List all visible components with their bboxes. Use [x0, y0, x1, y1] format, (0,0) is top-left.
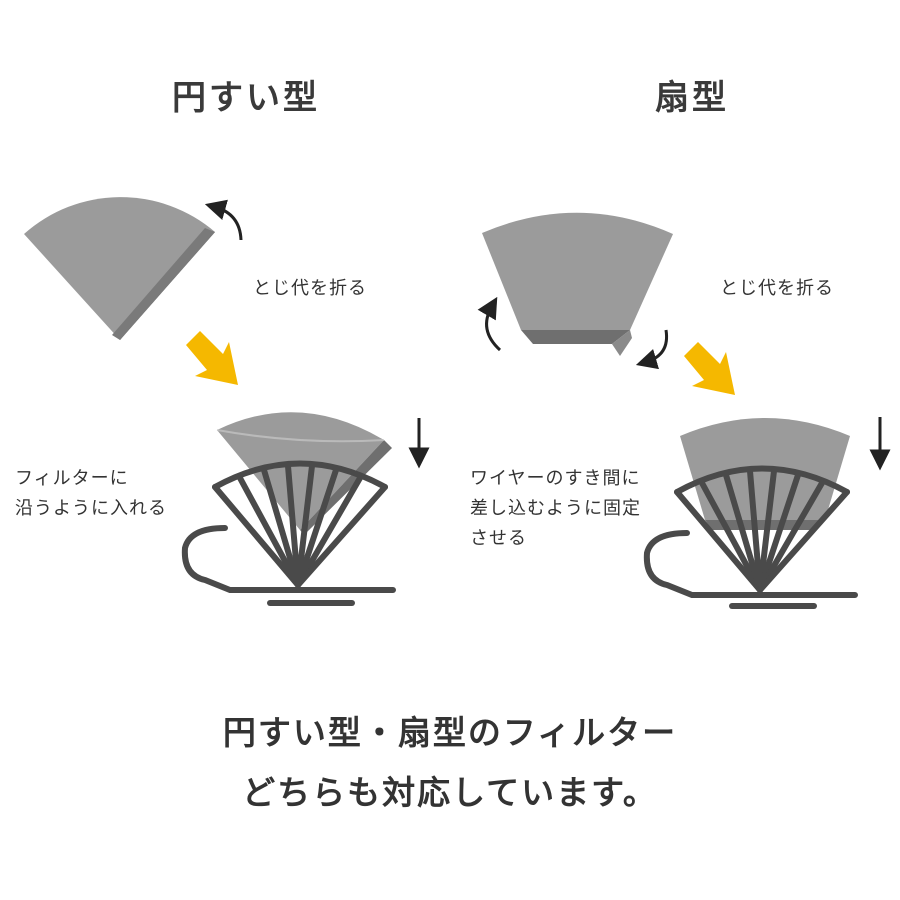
caption: 円すい型・扇型のフィルター どちらも対応しています。 — [0, 703, 900, 823]
curved-arrow-icon — [204, 199, 243, 241]
note-insert-left-line-2: 沿うように入れる — [15, 498, 167, 519]
yellow-arrow-icon — [684, 342, 735, 395]
note-insert-left-line-1: フィルターに — [15, 468, 129, 489]
heading-fan-type: 扇型 — [655, 78, 729, 118]
note-insert-right-line-2: 差し込むように固定 — [470, 498, 641, 519]
curved-arrow-icon — [477, 296, 669, 370]
fan-filter-flat — [482, 212, 673, 356]
caption-line-2: どちらも対応しています。 — [242, 773, 658, 812]
note-insert-right-line-1: ワイヤーのすき間に — [470, 468, 641, 489]
dripper-left — [181, 460, 396, 606]
note-insert-right: ワイヤーのすき間に 差し込むように固定 させる — [470, 464, 641, 554]
cone-filter-flat — [24, 197, 215, 340]
heading-cone-type: 円すい型 — [172, 78, 320, 118]
note-insert-right-line-3: させる — [470, 528, 527, 549]
yellow-arrow-icon — [186, 331, 238, 385]
note-insert-left: フィルターに 沿うように入れる — [15, 464, 167, 524]
note-fold-right: とじ代を折る — [720, 278, 834, 299]
caption-line-1: 円すい型・扇型のフィルター — [222, 713, 678, 752]
dripper-right — [643, 465, 858, 609]
note-fold-left: とじ代を折る — [253, 278, 367, 299]
